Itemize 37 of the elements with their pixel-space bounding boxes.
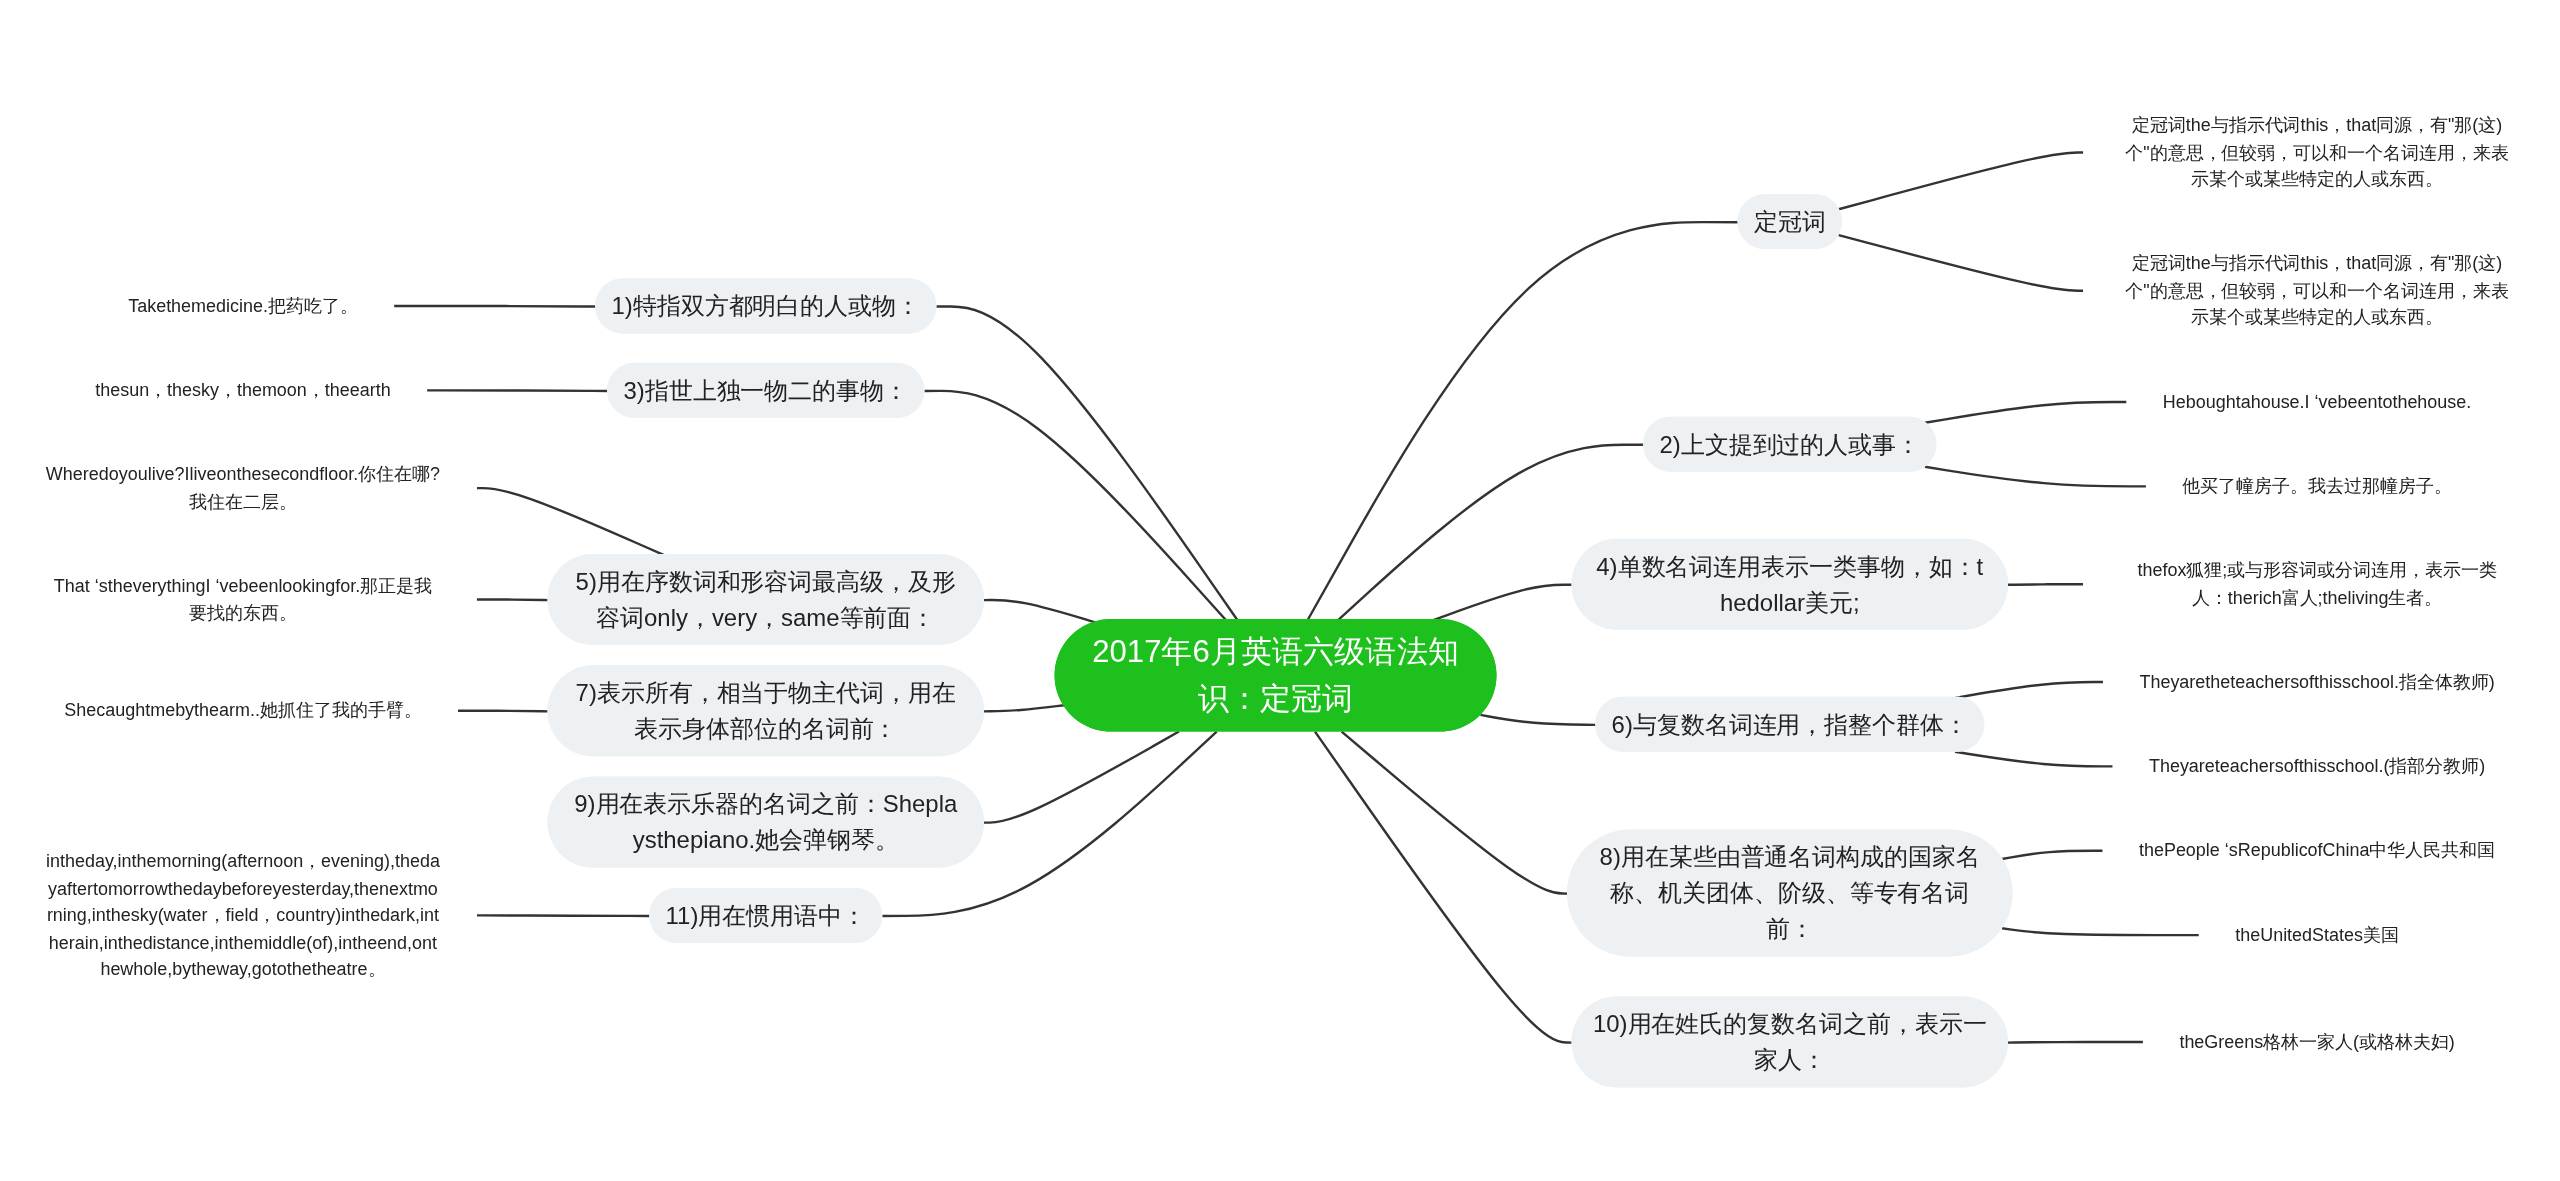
node-text: Wheredoyoulive?Iliveonthesecondfloor.你住在哪?我住在二层。: [45, 463, 441, 511]
connector: [1838, 233, 2084, 292]
node-text: Shecaughtmebythearm..她抓住了我的手臂。: [64, 699, 422, 721]
node-text: thesun，thesky，themoon，theearth: [95, 379, 391, 400]
node-text: Takethemedicine.把药吃了。: [128, 294, 358, 316]
connector: [924, 389, 1227, 622]
node-text: Heboughtahouse.I ‘vebeentothehouse.: [2162, 390, 2472, 412]
connector: [476, 598, 549, 602]
connector: [2001, 849, 2104, 861]
connector: [2001, 927, 2200, 937]
connector: [936, 305, 1239, 621]
connector: [983, 704, 1065, 713]
connector: [457, 709, 549, 713]
connector: [2007, 583, 2084, 586]
connector: [1306, 220, 1739, 621]
connector: [983, 730, 1180, 824]
connector: [1924, 400, 2127, 424]
connector: [1924, 465, 2147, 488]
node-text: thePeople ‘sRepublicofChina中华人民共和国: [2138, 839, 2496, 861]
node-text: That ‘stheverythingI ‘vebeenlookingfor.那正是我要找的东西。: [53, 574, 433, 623]
connector: [1314, 730, 1573, 1044]
node-text: Theyareteachersofthisschool.(指部分教师): [2148, 755, 2486, 776]
connector: [393, 304, 597, 308]
connector: [1838, 151, 2084, 211]
node-text: theUnitedStates美国: [2235, 924, 2399, 945]
node-text: theGreens格林一家人(或格林夫妇): [2179, 1030, 2455, 1052]
connector: [983, 598, 1097, 624]
connector: [882, 730, 1218, 918]
node-text: 定冠词the与指示代词this，that同源，有"那(这)个"的意思，但较弱，可以和一个名词连用，来表示某个或某些特定的人或东西。: [2125, 252, 2509, 327]
connector: [476, 914, 651, 918]
connector: [1954, 750, 2114, 768]
node-text: 他买了幢房子。我去过那幢房子。: [2182, 475, 2452, 496]
node-text: 定冠词the与指示代词this，that同源，有"那(这)个"的意思，但较弱，可以和一个名词连用，来表示某个或某些特定的人或东西。: [2125, 114, 2509, 189]
node-text: thefox狐狸;或与形容词或分词连用，表示一类人：therich富人;theliving生者。: [2137, 559, 2497, 607]
node-text: Theyaretheteachersofthisschool.指全体教师): [2139, 670, 2495, 692]
node-text: intheday,inthemorning(afternoon，evening),thedayaftertomorrowthedaybeforeyesterday,thenextmorning,inthesky(water，field，country)inthedark,intherain,inthedistance,inthemiddle(of),intheend,onthewhole,bytheway,gotothetheatre。: [46, 850, 440, 979]
connector: [2007, 1040, 2144, 1044]
